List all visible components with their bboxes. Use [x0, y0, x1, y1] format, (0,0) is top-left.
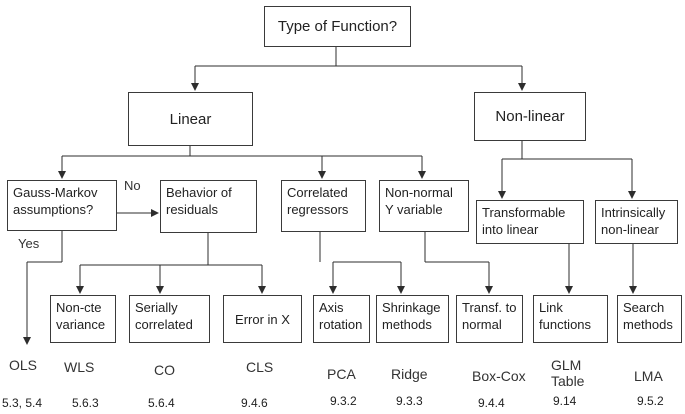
nonlinear-box: Non-linear	[474, 92, 586, 141]
method-ols: OLS	[9, 357, 38, 373]
correlated-regressors-label: Correlated regressors	[287, 185, 349, 217]
section-glm-table: 9.14	[553, 394, 577, 408]
section-wls: 5.6.3	[72, 396, 99, 410]
behavior-residuals-label: Behavior of residuals	[166, 185, 232, 217]
transf-normal-label: Transf. to normal	[462, 300, 517, 332]
error-in-x-label: Error in X	[235, 311, 290, 327]
link-functions-box: Link functions	[533, 295, 608, 343]
transformable-label: Transformable into linear	[482, 205, 566, 237]
gauss-markov-label: Gauss-Markov assumptions?	[13, 185, 98, 217]
noncte-variance-label: Non-cte variance	[56, 300, 106, 332]
intrinsic-box: Intrinsically non-linear	[595, 200, 678, 244]
serially-correlated-label: Serially correlated	[135, 300, 193, 332]
intrinsic-label: Intrinsically non-linear	[601, 205, 666, 237]
axis-rotation-label: Axis rotation	[319, 300, 363, 332]
link-functions-label: Link functions	[539, 300, 592, 332]
axis-rotation-box: Axis rotation	[313, 295, 370, 343]
transformable-box: Transformable into linear	[476, 200, 584, 244]
section-co: 5.6.4	[148, 396, 175, 410]
method-wls: WLS	[64, 359, 95, 375]
method-box-cox: Box-Cox	[472, 368, 526, 384]
section-box-cox: 9.4.4	[478, 396, 505, 410]
shrinkage-methods-box: Shrinkage methods	[376, 295, 449, 343]
section-ols: 5.3, 5.4	[2, 396, 43, 410]
root-question-label: Type of Function?	[277, 18, 398, 35]
search-methods-box: Search methods	[617, 295, 682, 343]
method-lma: LMA	[634, 368, 663, 384]
serially-correlated-box: Serially correlated	[129, 295, 210, 343]
section-lma: 9.5.2	[637, 394, 664, 408]
section-cls: 9.4.6	[241, 396, 268, 410]
section-pca: 9.3.2	[330, 394, 357, 408]
nonlinear-label: Non-linear	[495, 108, 565, 125]
root-question-box: Type of Function?	[264, 6, 411, 47]
correlated-regressors-box: Correlated regressors	[281, 180, 366, 232]
method-glm-table: GLM Table	[551, 357, 585, 389]
search-methods-label: Search methods	[623, 300, 673, 332]
behavior-residuals-box: Behavior of residuals	[160, 180, 257, 233]
linear-label: Linear	[169, 110, 212, 128]
nonnormal-y-label: Non-normal Y variable	[385, 185, 453, 217]
transf-normal-box: Transf. to normal	[456, 295, 523, 343]
method-pca: PCA	[327, 366, 356, 382]
error-in-x-box: Error in X	[223, 295, 302, 343]
no-edge-label: No	[124, 178, 141, 193]
method-ridge: Ridge	[391, 366, 428, 382]
linear-box: Linear	[128, 92, 253, 146]
method-co: CO	[154, 362, 175, 378]
noncte-variance-box: Non-cte variance	[50, 295, 116, 343]
shrinkage-methods-label: Shrinkage methods	[382, 300, 441, 332]
method-cls: CLS	[246, 359, 274, 375]
section-ridge: 9.3.3	[396, 394, 423, 408]
nonnormal-y-box: Non-normal Y variable	[379, 180, 469, 232]
gauss-markov-box: Gauss-Markov assumptions?	[7, 180, 117, 231]
yes-edge-label: Yes	[18, 236, 40, 251]
